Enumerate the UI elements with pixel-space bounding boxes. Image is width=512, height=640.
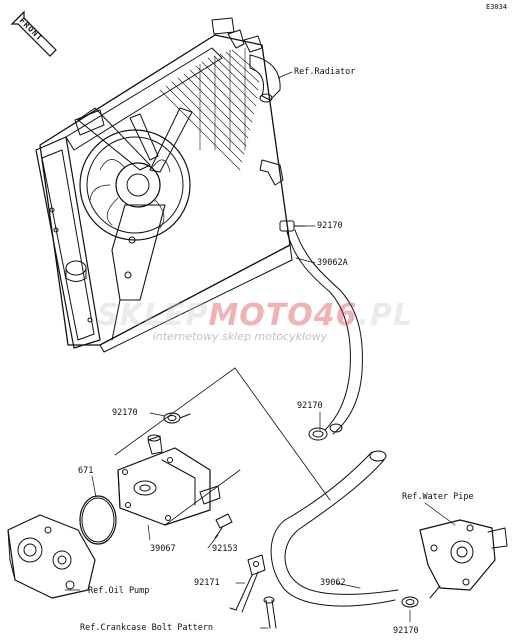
radiator — [35, 17, 293, 353]
watermark-part1: SKLEP — [96, 298, 209, 333]
label-92170-b: 92170 — [297, 401, 323, 411]
label-39062a: 39062A — [317, 258, 348, 268]
o-ring-671 — [79, 495, 117, 545]
water-pipe — [419, 519, 508, 599]
diagram-code: E3034 — [486, 3, 508, 11]
hose-39062 — [270, 450, 399, 607]
label-671: 671 — [78, 466, 94, 476]
radiator-fins — [159, 47, 261, 171]
label-92170-a: 92170 — [317, 221, 343, 231]
crankcase-bolt — [263, 596, 277, 629]
label-92170-c: 92170 — [112, 408, 138, 418]
watermark: SKLEPMOTO46.PL — [70, 298, 440, 333]
clamp-92170-mid — [308, 423, 343, 441]
bracket-92171 — [229, 554, 266, 613]
watermark-subtitle: internetowy sklep motocyklowy — [152, 330, 328, 343]
oil-cooler — [117, 434, 221, 526]
label-92171: 92171 — [194, 578, 220, 588]
label-92153: 92153 — [212, 544, 238, 554]
cooling-fan — [77, 107, 193, 341]
leader-lines — [64, 71, 456, 629]
label-92170-d: 92170 — [393, 626, 419, 636]
clamp-92170-cooler — [163, 412, 191, 424]
watermark-part3: 46 — [313, 298, 358, 333]
label-39067: 39067 — [150, 544, 176, 554]
label-ref-crankcase: Ref.Crankcase Bolt Pattern — [80, 623, 214, 633]
bolt-92153 — [214, 513, 233, 539]
front-direction-badge: FRONT — [10, 10, 60, 66]
label-ref-radiator: Ref.Radiator — [294, 67, 356, 77]
hose-39062a — [286, 229, 363, 435]
watermark-part4: .PL — [357, 298, 414, 333]
label-ref-water-pipe: Ref.Water Pipe — [402, 492, 474, 502]
clamp-92170-lower — [401, 596, 419, 608]
watermark-part2: MOTO — [208, 298, 314, 333]
oil-pump-housing — [7, 514, 96, 599]
label-ref-oil-pump: Ref.Oil Pump — [88, 586, 150, 596]
assembly-lines — [114, 367, 331, 526]
radiator-upper-hose — [249, 54, 281, 103]
radiator-outlet — [259, 159, 284, 186]
label-39062: 39062 — [320, 578, 346, 588]
